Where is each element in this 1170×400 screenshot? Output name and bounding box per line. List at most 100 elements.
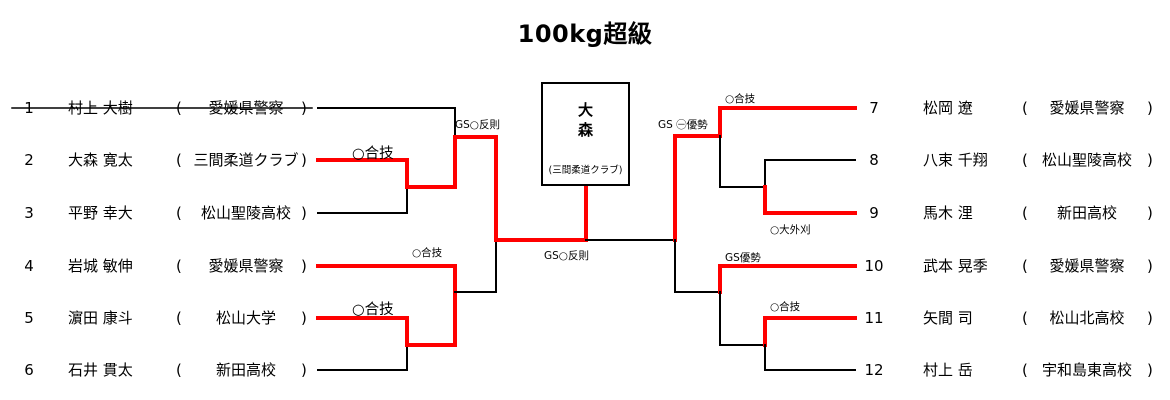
paren-close: ) [301, 151, 307, 169]
paren-open: ( [1022, 309, 1028, 327]
player-name: 岩城 敏伸 [68, 257, 133, 275]
player-number: 11 [864, 309, 884, 327]
result-label-semi-right: GS ㊀優勢 [658, 119, 708, 131]
player-name: 石井 貫太 [68, 361, 133, 379]
player-name: 武本 晃季 [923, 257, 988, 275]
player-number: 9 [869, 204, 879, 222]
player-row-10: 10 武本 晃季 ( 愛媛県警察) [0, 254, 1170, 278]
result-label-r11v12: ○合技 [770, 301, 801, 313]
paren-close: ) [301, 257, 307, 275]
line-p3 [317, 186, 408, 214]
player-number: 12 [864, 361, 884, 379]
player-affiliation: 三間柔道クラブ [193, 151, 299, 169]
line-right-upper-semi [673, 134, 722, 242]
player-row-11: 11 矢間 司 ( 松山北高校) [0, 306, 1170, 330]
paren-open: ( [1022, 257, 1028, 275]
champion-affiliation: (三間柔道クラブ) [548, 165, 623, 176]
paren-close: ) [1147, 204, 1153, 222]
player-affiliation: 新田高校 [1056, 204, 1117, 222]
player-row-1: 1 村上 大樹 ( 愛媛県警察) [0, 96, 1170, 120]
paren-open: ( [176, 361, 182, 379]
line-right-lower-semi [674, 239, 721, 293]
player-number: 7 [869, 99, 879, 117]
paren-close: ) [1147, 99, 1153, 117]
line-p5 [316, 316, 409, 347]
player-name: 大森 寛太 [68, 151, 133, 169]
player-number: 8 [869, 151, 879, 169]
result-label-r7: ○合技 [725, 93, 756, 105]
paren-open: ( [1022, 204, 1028, 222]
player-number: 2 [24, 151, 34, 169]
paren-open: ( [176, 204, 182, 222]
paren-open: ( [1022, 361, 1028, 379]
player-row-8: 8 八束 千翔 ( 松山聖陵高校) [0, 148, 1170, 172]
paren-close: ) [301, 204, 307, 222]
line-p4 [316, 264, 457, 294]
player-number: 1 [24, 99, 34, 117]
line-r56-winner [405, 290, 457, 347]
player-number: 6 [24, 361, 34, 379]
page-title: 100kg超級 [517, 20, 653, 48]
line-p1 [317, 107, 456, 138]
result-label-r5v6: ○合技 [352, 302, 394, 318]
player-number: 5 [24, 309, 34, 327]
player-affiliation: 新田高校 [215, 361, 276, 379]
player-name: 松岡 遼 [923, 99, 973, 117]
paren-close: ) [301, 361, 307, 379]
player-affiliation: 松山北高校 [1049, 309, 1125, 327]
line-p9 [763, 185, 857, 215]
player-name: 濵田 康斗 [68, 309, 133, 327]
player-name: 馬木 浬 [923, 204, 973, 222]
player-number: 10 [864, 257, 884, 275]
player-number: 3 [24, 204, 34, 222]
line-p10 [718, 264, 857, 294]
player-row-5: 5 濵田 康斗 ( 松山大学) [0, 306, 1170, 330]
paren-close: ) [1147, 361, 1153, 379]
player-name: 矢間 司 [923, 309, 973, 327]
player-row-9: 9 馬木 浬 ( 新田高校) [0, 201, 1170, 225]
player-row-7: 7 松岡 遼 ( 愛媛県警察) [0, 96, 1170, 120]
line-p8 [764, 159, 856, 188]
player-affiliation: 松山大学 [215, 309, 276, 327]
player-affiliation: 宇和島東高校 [1041, 361, 1132, 379]
result-label-final: GS○反則 [544, 250, 589, 262]
champion-box: 大 森 (三間柔道クラブ) [541, 82, 630, 186]
player-name: 八束 千翔 [923, 151, 988, 169]
champion-name: 大 森 [577, 101, 593, 139]
line-r1112-down [719, 291, 766, 346]
paren-open: ( [1022, 151, 1028, 169]
result-label-semi-left: GS○反則 [455, 119, 500, 131]
line-left-upper-semi [453, 135, 498, 242]
paren-close: ) [1147, 151, 1153, 169]
line-p11 [763, 316, 857, 347]
player-row-6: 6 石井 貫太 ( 新田高校) [0, 358, 1170, 382]
player-row-12: 12 村上 岳 ( 宇和島東高校) [0, 358, 1170, 382]
paren-close: ) [301, 99, 307, 117]
player-row-2: 2 大森 寛太 ( 三間柔道クラブ) [0, 148, 1170, 172]
player-number: 4 [24, 257, 34, 275]
player-affiliation: 松山聖陵高校 [1041, 151, 1132, 169]
line-p7 [718, 106, 857, 138]
result-label-r2v3: ○合技 [352, 146, 394, 162]
paren-close: ) [301, 309, 307, 327]
paren-open: ( [176, 257, 182, 275]
paren-open: ( [176, 99, 182, 117]
player-name: 村上 岳 [923, 361, 973, 379]
result-label-r10: GS優勢 [725, 252, 761, 264]
line-p12 [764, 344, 856, 371]
line-r1-winner [405, 135, 457, 189]
line-p2 [316, 158, 409, 189]
paren-close: ) [1147, 257, 1153, 275]
paren-close: ) [1147, 309, 1153, 327]
paren-open: ( [176, 151, 182, 169]
line-r89-up [719, 135, 766, 188]
paren-open: ( [176, 309, 182, 327]
line-left-lower-semi [454, 239, 497, 293]
player-name: 村上 大樹 [68, 99, 133, 117]
player-affiliation: 愛媛県警察 [208, 99, 284, 117]
player-affiliation: 愛媛県警察 [1049, 257, 1125, 275]
player-affiliation: 愛媛県警察 [1049, 99, 1125, 117]
player-affiliation: 松山聖陵高校 [200, 204, 291, 222]
result-label-r8v9: ○大外刈 [770, 224, 811, 236]
